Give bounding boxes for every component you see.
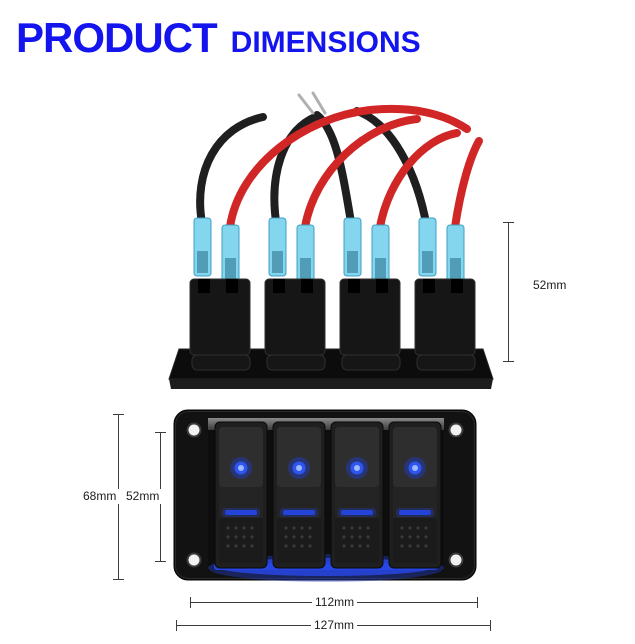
rocker-switch-3[interactable]: [330, 421, 384, 569]
switch-panel-back-image: [168, 91, 494, 389]
switch-unit-2: [264, 217, 326, 356]
switch-unit-1: [189, 217, 251, 356]
switch-panel-front-image: [173, 409, 477, 582]
red-wires: [226, 104, 483, 231]
dim-label-front-switch-width: 112mm: [312, 595, 358, 610]
mounting-holes: [186, 422, 464, 568]
title-product: PRODUCT: [16, 14, 218, 61]
dim-label-front-total-width: 127mm: [311, 618, 358, 633]
rocker-switch-2[interactable]: [272, 421, 326, 569]
stripped-wire-tips: [297, 91, 327, 115]
title-dimensions: DIMENSIONS: [230, 26, 421, 59]
dim-line-back-height: [503, 222, 514, 362]
dim-label-front-total-height: 68mm: [80, 489, 120, 504]
back-panel-strip: [168, 348, 494, 389]
switch-unit-3: [339, 217, 401, 356]
dim-label-back-height: 52mm: [530, 278, 570, 293]
rocker-switch-4[interactable]: [388, 421, 442, 569]
page-title: PRODUCT DIMENSIONS: [16, 14, 421, 62]
rocker-switch-1[interactable]: [214, 421, 268, 569]
dim-label-front-switch-height: 52mm: [123, 489, 163, 504]
switch-unit-4: [414, 217, 476, 356]
